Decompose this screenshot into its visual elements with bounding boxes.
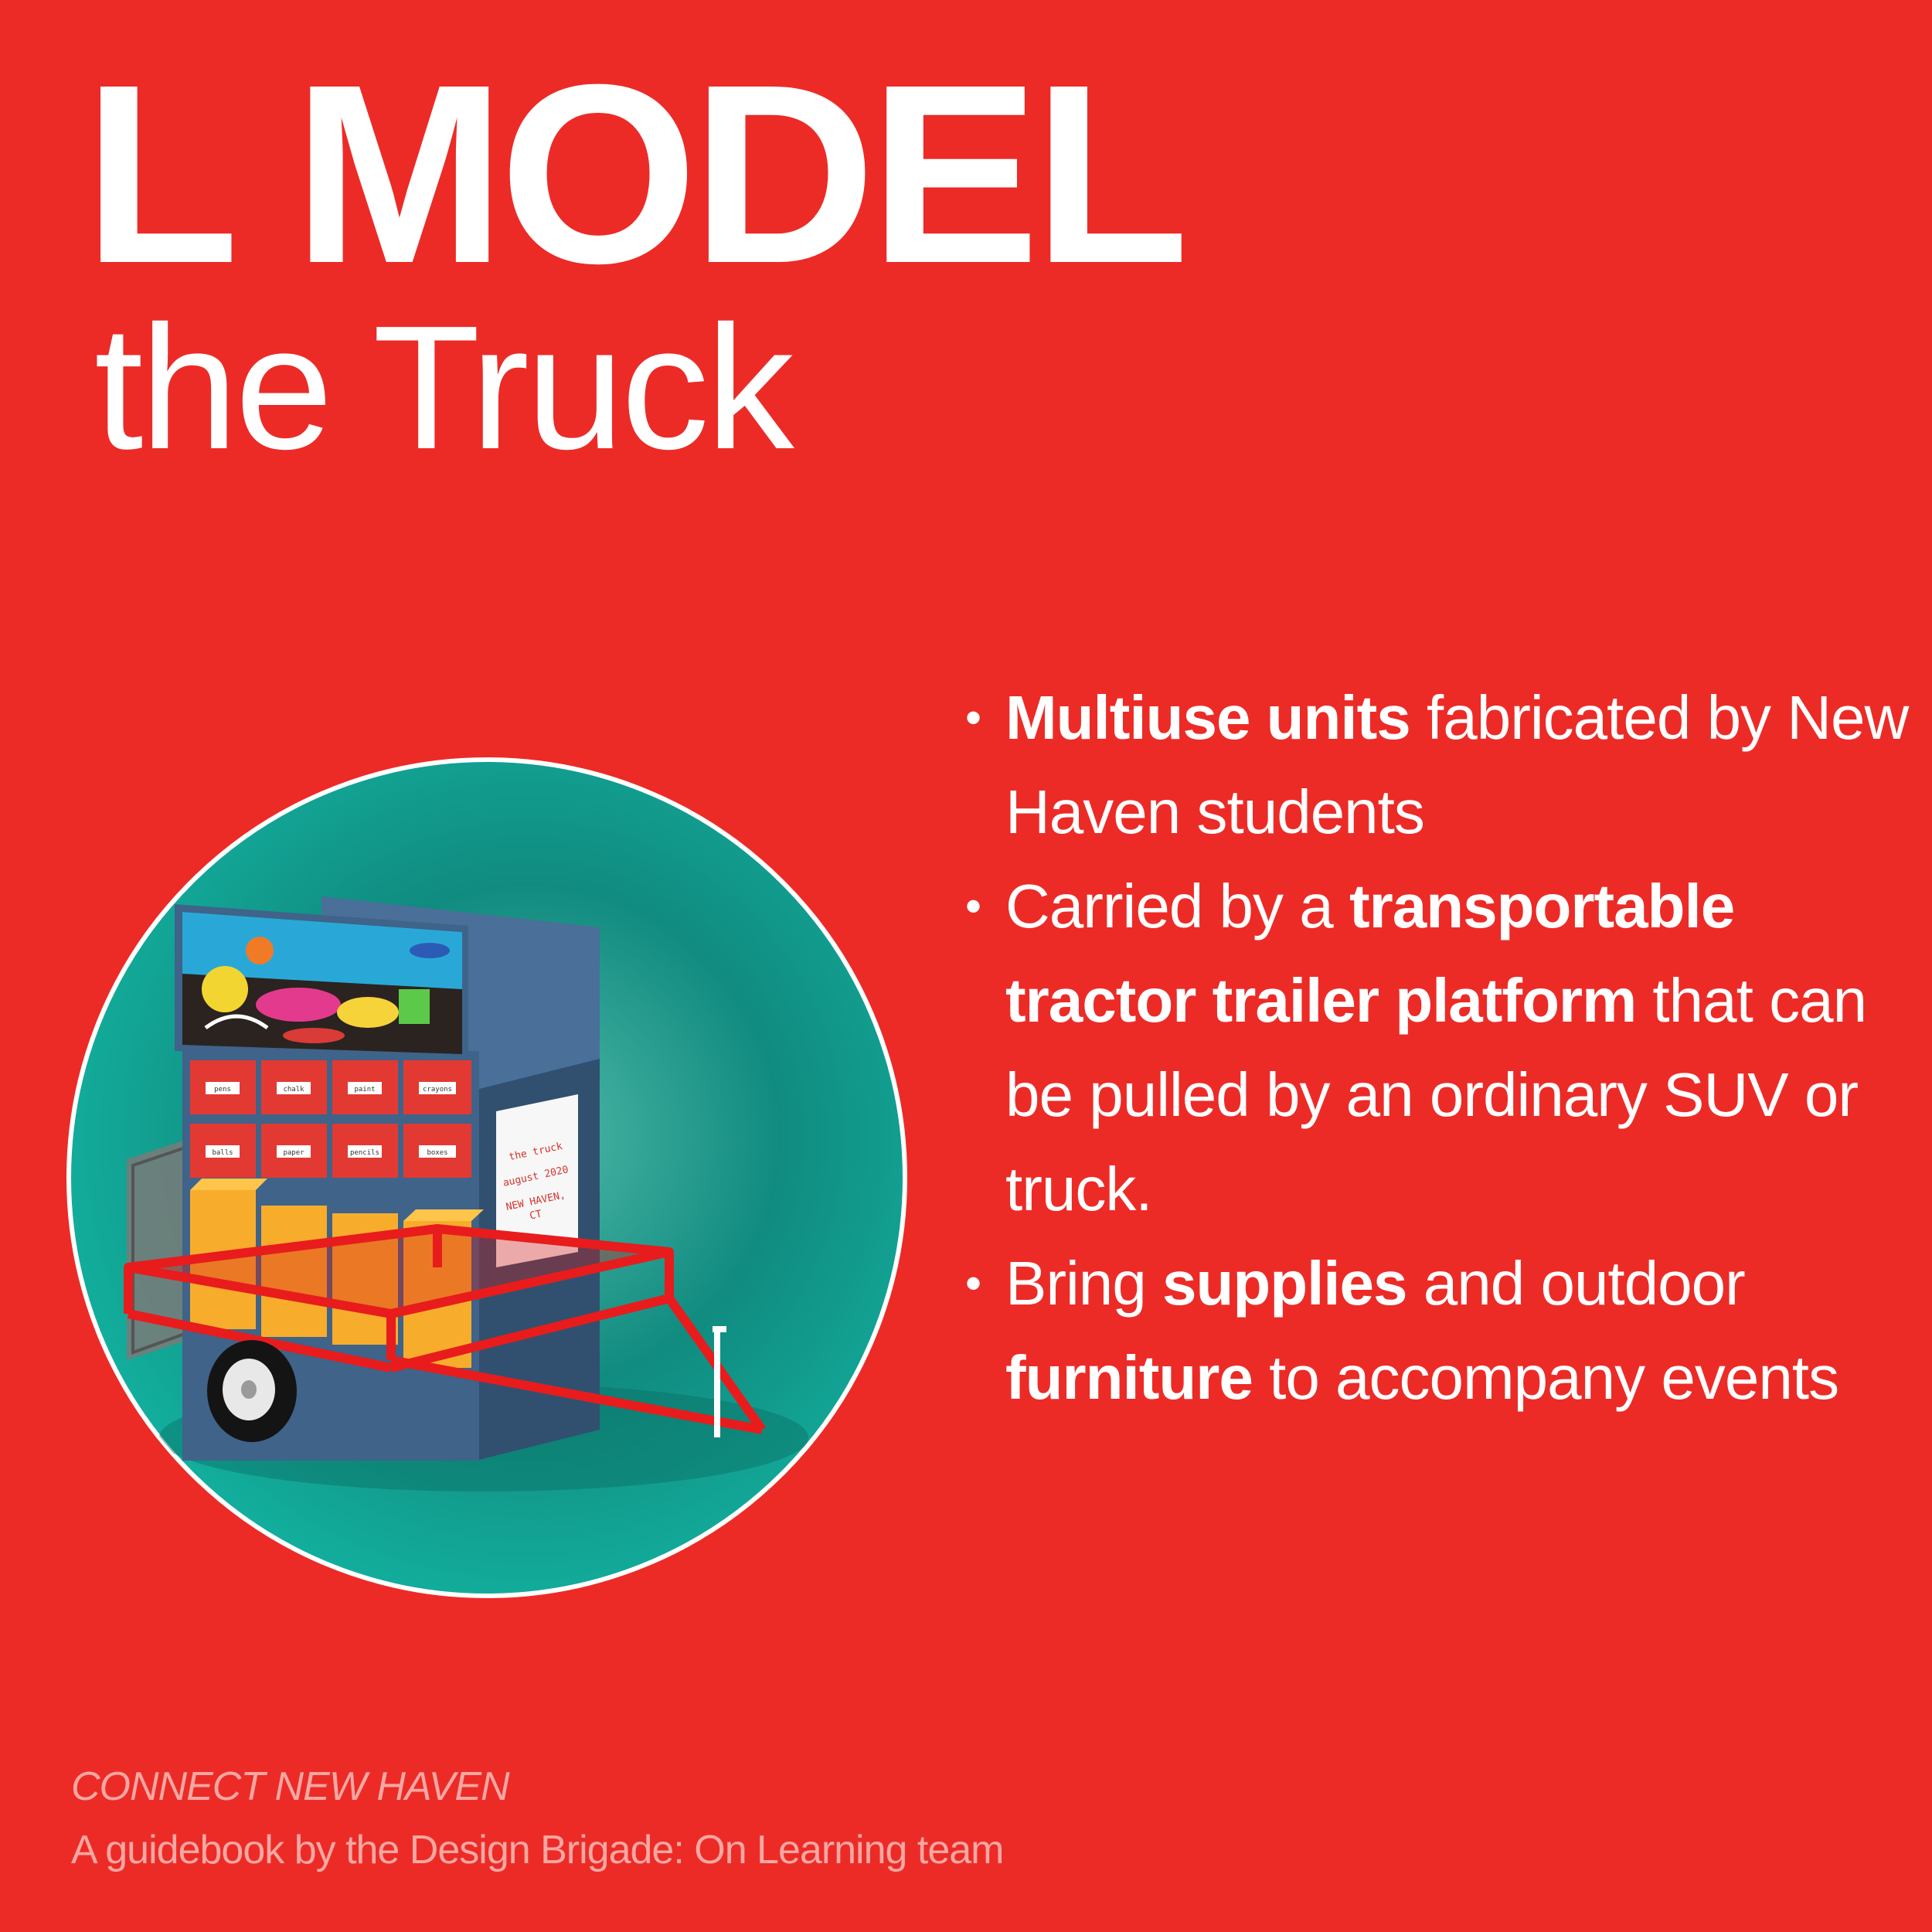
feature-item: • Multiuse units fabricated by New Haven … bbox=[962, 671, 1920, 859]
footer-brand: CONNECT NEW HAVEN bbox=[71, 1764, 510, 1809]
feature-list: • Multiuse units fabricated by New Haven … bbox=[962, 671, 1920, 1425]
bin-label: chalk bbox=[283, 1086, 304, 1094]
feature-text: that can be pulled by an ordinary SUV or… bbox=[1005, 966, 1867, 1223]
bin-label: crayons bbox=[423, 1086, 452, 1094]
bins-row-2 bbox=[190, 1124, 471, 1178]
feature-highlight: furniture bbox=[1005, 1343, 1253, 1412]
bin-label: pencils bbox=[350, 1149, 379, 1157]
trailer-wheel bbox=[207, 1340, 297, 1442]
truck-illustration: pens chalk paint crayons balls paper pen… bbox=[66, 757, 907, 1598]
feature-highlight: Multiuse units bbox=[1005, 683, 1411, 752]
art-panel bbox=[175, 904, 468, 1060]
bin-label: boxes bbox=[427, 1149, 447, 1157]
feature-item: • Carried by a transportable tractor trai… bbox=[962, 859, 1920, 1236]
feature-text: Bring bbox=[1005, 1249, 1162, 1318]
feature-highlight: transportable tractor trailer platform bbox=[1005, 872, 1735, 1035]
feature-item: • Bring supplies and outdoor furniture to… bbox=[962, 1236, 1920, 1425]
bin-label: paper bbox=[283, 1149, 304, 1157]
feature-text: and outdoor bbox=[1406, 1249, 1746, 1318]
feature-text: to accompany events bbox=[1252, 1343, 1839, 1412]
bullet-icon: • bbox=[965, 1257, 981, 1309]
bullet-icon: • bbox=[965, 692, 981, 743]
page-title: L MODEL bbox=[83, 31, 1189, 316]
page-subtitle: the Truck bbox=[94, 290, 794, 486]
bin-label: paint bbox=[354, 1086, 375, 1094]
feature-text: fabricated by New Haven students bbox=[1005, 683, 1909, 846]
bullet-icon: • bbox=[965, 880, 981, 932]
bin-label: balls bbox=[212, 1149, 233, 1157]
feature-highlight: supplies bbox=[1162, 1249, 1408, 1318]
footer-credit: A guidebook by the Design Brigade: On Le… bbox=[71, 1828, 1004, 1872]
side-sign-line: CT bbox=[529, 1209, 543, 1223]
side-sign: the truck august 2020 NEW HAVEN, CT bbox=[496, 1094, 578, 1267]
jack-stand bbox=[713, 1326, 726, 1437]
feature-text: Carried by a bbox=[1005, 872, 1349, 940]
bins-row-1 bbox=[190, 1060, 471, 1114]
bin-label: pens bbox=[214, 1086, 231, 1094]
